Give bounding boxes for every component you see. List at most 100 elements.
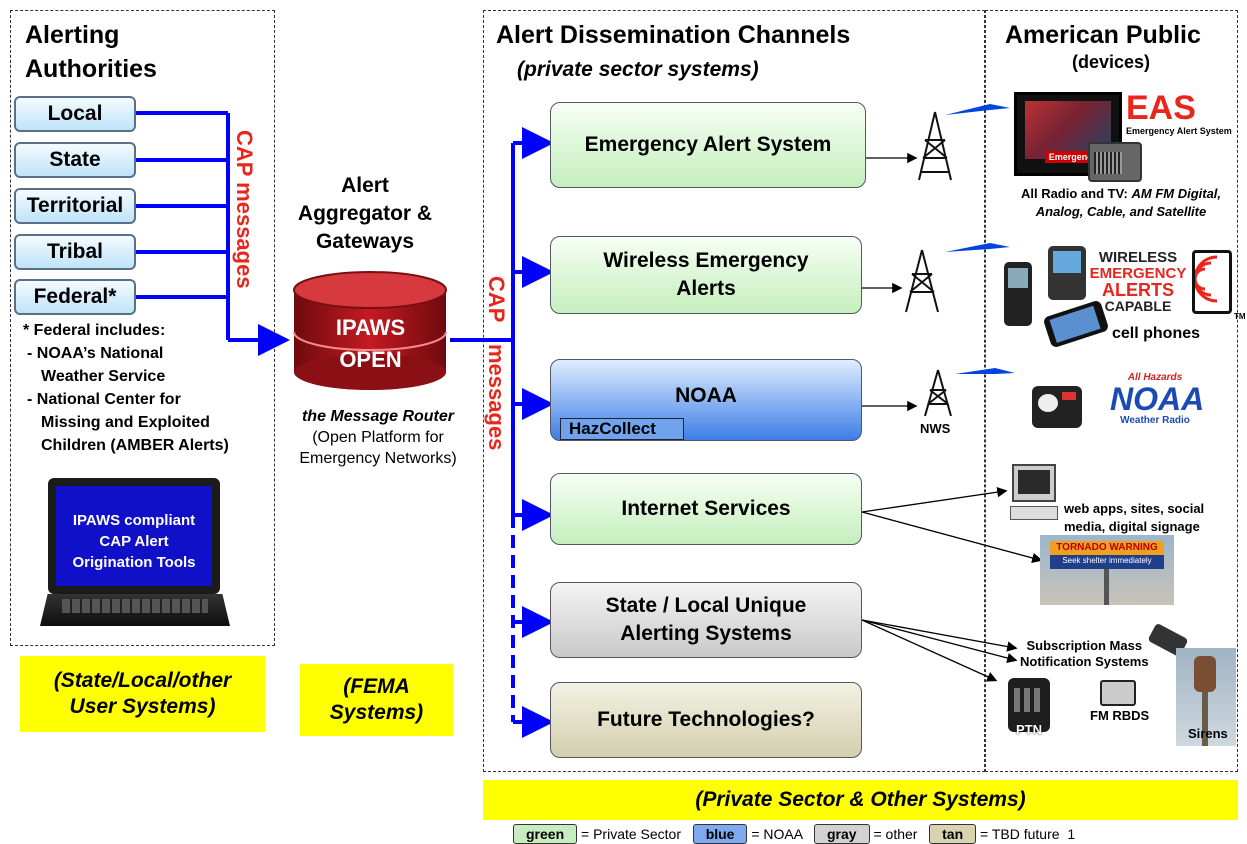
- channel-wea-line1: Wireless Emergency: [603, 249, 809, 272]
- aggregator-footer-line2: Systems): [329, 701, 424, 724]
- page-number: 1: [1067, 826, 1076, 842]
- fm-rbds-label: FM RBDS: [1090, 708, 1150, 723]
- digital-billboard-icon: TORNADO WARNING Seek shelter immediately: [1040, 535, 1174, 605]
- channel-eas-line1: Emergency Alert System: [584, 133, 832, 156]
- cap-messages-right-2: messages: [484, 344, 509, 451]
- subscription-caption-line2: Notification Systems: [1020, 654, 1149, 669]
- web-caption-line1: web apps, sites, social: [1064, 501, 1205, 516]
- desktop-computer-icon: [1010, 464, 1058, 520]
- private-sector-banner: (Private Sector & Other Systems): [483, 780, 1238, 820]
- aggregator-title-line2: Aggregator &: [297, 202, 433, 225]
- federal-note-line3: Weather Service: [41, 368, 166, 385]
- siren-photo: [1176, 648, 1236, 746]
- laptop-text-line3: Origination Tools: [72, 554, 196, 571]
- authorities-title-line2: Authorities: [25, 55, 157, 83]
- federal-note-line6: Children (AMBER Alerts): [41, 437, 229, 454]
- ipaws-db-label: IPAWS OPEN: [288, 312, 453, 376]
- ptn-label: PTN: [1016, 722, 1042, 737]
- output-arrows: [861, 152, 1043, 682]
- aggregator-footer: (FEMA Systems): [300, 664, 453, 736]
- public-title: American Public: [1005, 21, 1201, 49]
- eas-logo-sub: Emergency Alert System: [1126, 126, 1232, 136]
- authority-local[interactable]: Local: [14, 96, 136, 132]
- channel-future-line1: Future Technologies?: [597, 708, 815, 731]
- authority-state[interactable]: State: [14, 142, 136, 178]
- channel-bus: [450, 127, 554, 738]
- web-caption: web apps, sites, social media, digital s…: [1064, 500, 1204, 536]
- wea-logo-line1: WIRELESS: [1098, 249, 1178, 266]
- laptop-icon: IPAWS compliant CAP Alert Origination To…: [40, 478, 230, 628]
- wea-logo-line4: CAPABLE: [1104, 298, 1172, 314]
- wea-logo-line2: EMERGENCY: [1089, 265, 1187, 282]
- broadcast-tower-icon-eas: [918, 111, 952, 181]
- legend-gray-tag: gray: [814, 824, 870, 844]
- ipaws-db-line1: IPAWS: [335, 315, 406, 340]
- sirens-label: Sirens: [1188, 726, 1228, 741]
- channel-eas[interactable]: Emergency Alert System: [550, 102, 866, 188]
- noaa-logo-top: All Hazards: [1127, 372, 1183, 383]
- channel-state-local-line1: State / Local Unique: [605, 594, 807, 617]
- channels-title: Alert Dissemination Channels: [496, 21, 851, 49]
- cap-messages-right-1: CAP: [484, 276, 509, 323]
- laptop-screen: IPAWS compliant CAP Alert Origination To…: [56, 486, 212, 586]
- authority-tribal[interactable]: Tribal: [14, 234, 136, 270]
- radio-tv-caption: All Radio and TV: AM FM Digital, Analog,…: [1000, 185, 1242, 221]
- hazcollect-tag: HazCollect: [560, 418, 684, 440]
- legend-blue-desc: = NOAA: [751, 826, 803, 842]
- tv-emergency-label: Emergency: [1045, 151, 1101, 163]
- noaa-logo-sub: Weather Radio: [1120, 415, 1190, 426]
- authorities-footer-line1: (State/Local/other: [53, 669, 232, 692]
- legend-tan-tag: tan: [929, 824, 977, 844]
- tm-mark: TM: [1234, 312, 1246, 321]
- router-line1: the Message Router: [301, 408, 455, 425]
- authority-bus: [136, 111, 290, 356]
- authorities-title-line1: Alerting: [25, 21, 120, 49]
- desk-phone-icon: [1008, 678, 1050, 732]
- broadcast-tower-icon-nws: [924, 369, 952, 417]
- channel-wea-line2: Alerts: [676, 277, 736, 300]
- cell-phones-label: cell phones: [1112, 325, 1201, 342]
- wea-logo-line3: ALERTS: [1102, 280, 1174, 300]
- channel-internet[interactable]: Internet Services: [550, 473, 862, 545]
- aggregator-title-line1: Alert: [341, 174, 389, 197]
- fm-radio-icon: [1100, 680, 1136, 706]
- public-subtitle: (devices): [1072, 52, 1151, 72]
- wea-logo-badge: [1192, 250, 1232, 314]
- laptop-text-line2: CAP Alert: [99, 533, 169, 550]
- nws-label: NWS: [920, 421, 951, 436]
- federal-note-line2: - NOAA’s National: [27, 345, 164, 362]
- subscription-caption: Subscription Mass Notification Systems: [1020, 638, 1149, 670]
- radio-icon: [1088, 142, 1142, 182]
- noaa-logo-text: NOAA: [1110, 381, 1205, 417]
- authority-federal[interactable]: Federal*: [14, 279, 136, 315]
- public-frame: [985, 10, 1238, 772]
- radio-tv-caption-line2: Analog, Cable, and Satellite: [1035, 204, 1207, 219]
- radio-tv-caption-a: All Radio and TV:: [1020, 186, 1132, 201]
- weather-radio-icon: [1032, 386, 1082, 428]
- legend-green-desc: = Private Sector: [581, 826, 682, 842]
- channels-subtitle: (private sector systems): [517, 58, 759, 81]
- laptop-text-line1: IPAWS compliant: [72, 512, 196, 529]
- router-label: the Message Router (Open Platform for Em…: [278, 406, 478, 469]
- subscription-caption-line1: Subscription Mass: [1026, 638, 1143, 653]
- federal-note-line4: - National Center for: [27, 391, 181, 408]
- channel-state-local-line2: Alerting Systems: [620, 622, 792, 645]
- cap-messages-left: CAP messages: [232, 130, 257, 289]
- authorities-footer-line2: User Systems): [69, 695, 216, 718]
- channel-future[interactable]: Future Technologies?: [550, 682, 862, 758]
- broadcast-tower-icon-wea: [905, 249, 939, 313]
- ipaws-database-icon[interactable]: [288, 268, 453, 396]
- ipaws-db-line2: OPEN: [339, 347, 402, 372]
- eas-logo-text: EAS: [1126, 89, 1196, 127]
- radio-waves: [945, 104, 1015, 374]
- router-line3: Emergency Networks): [299, 450, 457, 467]
- authority-territorial[interactable]: Territorial: [14, 188, 136, 224]
- billboard-sub: Seek shelter immediately: [1062, 556, 1152, 565]
- router-line2: (Open Platform for: [312, 429, 444, 446]
- channels-frame: [483, 10, 985, 772]
- billboard-title: TORNADO WARNING: [1050, 541, 1164, 555]
- wea-logo: WIRELESS EMERGENCY ALERTS CAPABLE: [1088, 249, 1188, 315]
